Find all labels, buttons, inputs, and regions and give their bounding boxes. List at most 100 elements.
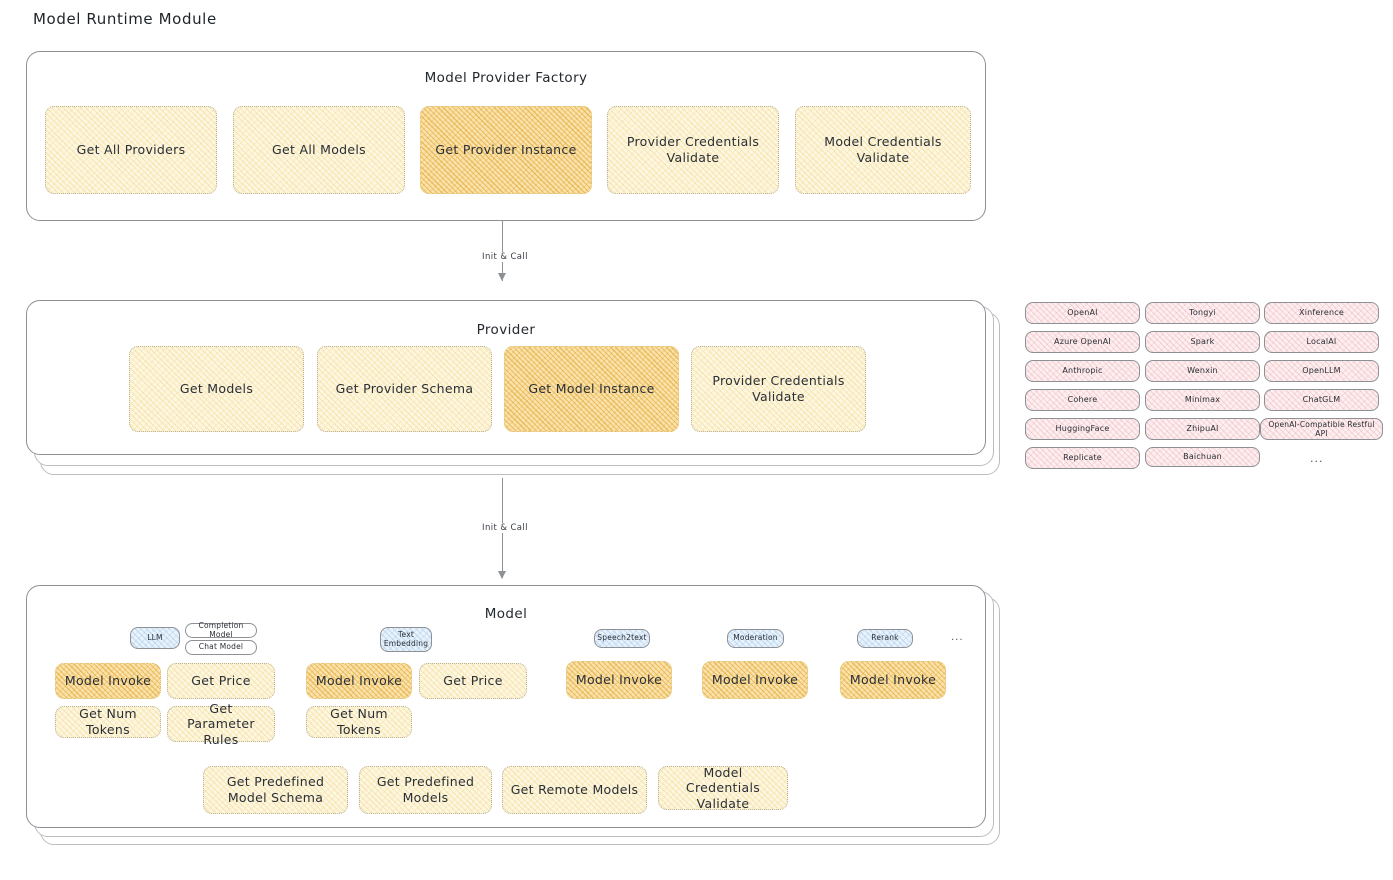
provider-tag-spark[interactable]: Spark — [1145, 331, 1260, 353]
provider-node-label: Get Models — [179, 381, 254, 397]
factory-node-label: Model Credentials Validate — [824, 134, 942, 165]
provider-tag-label: Spark — [1190, 337, 1215, 347]
provider-node-get-models[interactable]: Get Models — [129, 346, 304, 432]
speech2text-method-model-invoke[interactable]: Model Invoke — [566, 661, 672, 699]
method-label: Model Credentials Validate — [685, 764, 761, 811]
method-label: Get Num Tokens — [330, 706, 388, 737]
method-label: Get Num Tokens — [79, 706, 137, 737]
provider-tag-xinference[interactable]: Xinference — [1264, 302, 1379, 324]
provider-tag-zhipuai[interactable]: ZhipuAI — [1145, 418, 1260, 440]
model-title: Model — [484, 606, 528, 622]
model-subtype-completion-model[interactable]: Completion Model — [185, 620, 257, 639]
connector-1-arrowhead — [497, 273, 506, 281]
model-type-llm[interactable]: LLM — [130, 627, 180, 649]
moderation-method-model-invoke[interactable]: Model Invoke — [702, 661, 808, 699]
provider-tag-openai-compatible-restful-api[interactable]: OpenAI-Compatible Restful API — [1260, 418, 1383, 440]
model-type-speech2text[interactable]: Speech2text — [594, 629, 650, 648]
provider-tag-anthropic[interactable]: Anthropic — [1025, 360, 1140, 382]
provider-tag-label: Replicate — [1063, 453, 1102, 463]
connector-1-line — [502, 221, 504, 281]
method-label: Get Predefined Model Schema — [226, 774, 325, 805]
model-common-model-credentials-validate[interactable]: Model Credentials Validate — [658, 764, 788, 811]
model-type-label: LLM — [147, 632, 163, 642]
text-embedding-method-get-price[interactable]: Get Price — [419, 663, 527, 699]
factory-node-label: Get All Models — [272, 142, 366, 158]
model-subtype-label: Chat Model — [198, 642, 244, 652]
llm-method-get-price[interactable]: Get Price — [167, 663, 275, 699]
model-type-label: Text Embedding — [383, 629, 429, 648]
factory-node-get-all-models[interactable]: Get All Models — [233, 106, 405, 194]
provider-tag-wenxin[interactable]: Wenxin — [1145, 360, 1260, 382]
method-label: Get Parameter Rules — [187, 700, 255, 747]
provider-tag-label: Baichuan — [1183, 452, 1222, 462]
provider-tag-minimax[interactable]: Minimax — [1145, 389, 1260, 411]
text-embedding-method-model-invoke[interactable]: Model Invoke — [306, 663, 412, 699]
model-types-more-ellipsis: ... — [951, 632, 964, 643]
method-label: Model Invoke — [64, 673, 152, 689]
model-type-label: Speech2text — [597, 633, 647, 643]
provider-tag-label: Azure OpenAI — [1054, 337, 1111, 347]
page-title: Model Runtime Module — [33, 10, 217, 28]
provider-tag-label: ChatGLM — [1302, 395, 1341, 405]
model-subtype-label: Completion Model — [198, 620, 244, 639]
connector-2-label: Init & Call — [466, 523, 544, 533]
connector-1-label: Init & Call — [466, 252, 544, 262]
provider-tag-label: OpenAI-Compatible Restful API — [1268, 420, 1375, 438]
provider-tag-label: Tongyi — [1189, 308, 1216, 318]
provider-title: Provider — [476, 322, 536, 338]
model-common-get-remote-models[interactable]: Get Remote Models — [502, 766, 647, 814]
provider-tag-openllm[interactable]: OpenLLM — [1264, 360, 1379, 382]
model-type-rerank[interactable]: Rerank — [857, 629, 913, 648]
provider-tag-label: Xinference — [1299, 308, 1344, 318]
factory-node-get-all-providers[interactable]: Get All Providers — [45, 106, 217, 194]
method-label: Model Invoke — [575, 672, 663, 688]
model-provider-factory-title: Model Provider Factory — [424, 70, 588, 86]
provider-tag-baichuan[interactable]: Baichuan — [1145, 447, 1260, 467]
model-subtype-chat-model[interactable]: Chat Model — [185, 640, 257, 655]
llm-method-model-invoke[interactable]: Model Invoke — [55, 663, 161, 699]
provider-tag-label: Minimax — [1184, 395, 1221, 405]
provider-tags-more-ellipsis: ... — [1310, 452, 1324, 465]
provider-tag-label: Wenxin — [1187, 366, 1218, 376]
provider-tag-localai[interactable]: LocalAI — [1264, 331, 1379, 353]
model-common-get-predefined-models[interactable]: Get Predefined Models — [359, 766, 492, 814]
method-label: Model Invoke — [711, 672, 799, 688]
method-label: Model Invoke — [849, 672, 937, 688]
model-type-text-embedding[interactable]: Text Embedding — [380, 627, 432, 652]
provider-tag-azure-openai[interactable]: Azure OpenAI — [1025, 331, 1140, 353]
provider-tag-openai[interactable]: OpenAI — [1025, 302, 1140, 324]
provider-tag-label: LocalAI — [1306, 337, 1337, 347]
method-label: Get Predefined Models — [376, 774, 475, 805]
factory-node-label: Get All Providers — [76, 142, 186, 158]
provider-node-label: Provider Credentials Validate — [712, 373, 845, 404]
method-label: Model Invoke — [315, 673, 403, 689]
provider-node-provider-credentials-validate[interactable]: Provider Credentials Validate — [691, 346, 866, 432]
provider-tag-tongyi[interactable]: Tongyi — [1145, 302, 1260, 324]
connector-2-arrowhead — [497, 571, 506, 579]
provider-node-label: Get Provider Schema — [335, 381, 474, 397]
factory-node-label: Get Provider Instance — [435, 142, 577, 158]
provider-tag-label: OpenLLM — [1302, 366, 1341, 376]
model-type-moderation[interactable]: Moderation — [727, 629, 784, 648]
method-label: Get Price — [191, 673, 251, 689]
llm-method-get-num-tokens[interactable]: Get Num Tokens — [55, 706, 161, 738]
factory-node-model-credentials-validate[interactable]: Model Credentials Validate — [795, 106, 971, 194]
provider-node-get-model-instance[interactable]: Get Model Instance — [504, 346, 679, 432]
factory-node-provider-credentials-validate[interactable]: Provider Credentials Validate — [607, 106, 779, 194]
provider-tag-chatglm[interactable]: ChatGLM — [1264, 389, 1379, 411]
factory-node-get-provider-instance[interactable]: Get Provider Instance — [420, 106, 592, 194]
provider-node-get-provider-schema[interactable]: Get Provider Schema — [317, 346, 492, 432]
provider-tag-label: HuggingFace — [1055, 424, 1110, 434]
model-type-label: Rerank — [871, 633, 899, 643]
model-common-get-predefined-model-schema[interactable]: Get Predefined Model Schema — [203, 766, 348, 814]
factory-node-label: Provider Credentials Validate — [626, 134, 760, 165]
text-embedding-method-get-num-tokens[interactable]: Get Num Tokens — [306, 706, 412, 738]
provider-tag-label: Cohere — [1067, 395, 1098, 405]
method-label: Get Remote Models — [510, 782, 639, 798]
provider-tag-replicate[interactable]: Replicate — [1025, 447, 1140, 469]
provider-tag-cohere[interactable]: Cohere — [1025, 389, 1140, 411]
provider-tag-huggingface[interactable]: HuggingFace — [1025, 418, 1140, 440]
llm-method-get-parameter-rules[interactable]: Get Parameter Rules — [167, 701, 275, 747]
rerank-method-model-invoke[interactable]: Model Invoke — [840, 661, 946, 699]
